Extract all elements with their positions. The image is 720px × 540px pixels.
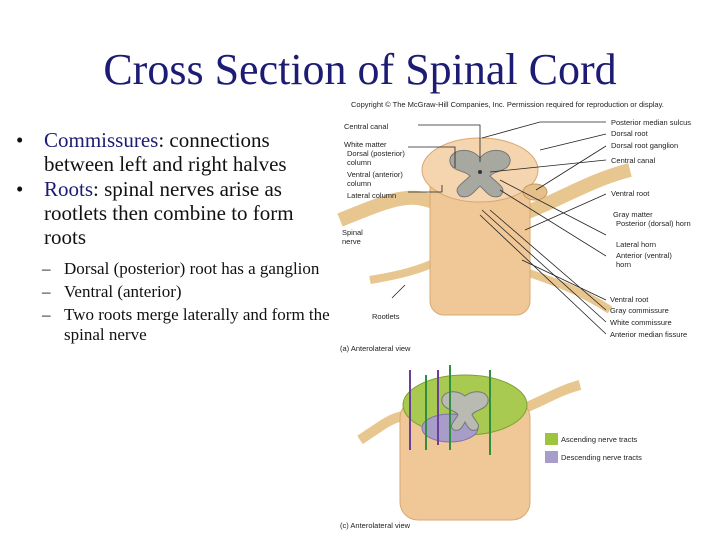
caption-c: (c) Anterolateral view <box>340 521 411 530</box>
sub-bullet-text: Two roots merge laterally and form the s… <box>64 305 330 344</box>
bullet-text-more: between left and right halves <box>44 152 287 176</box>
label-spinal-nerve: Spinal nerve <box>342 228 363 246</box>
spinal-cord-illustration <box>337 121 632 521</box>
sub-bullet-marker: – <box>42 282 51 301</box>
label-posterior-horn: Posterior (dorsal) horn <box>616 219 691 228</box>
bullet-text: : spinal nerves arise as <box>93 177 282 201</box>
label-central-canal: Central canal <box>344 122 389 131</box>
label-white-commissure: White commissure <box>610 318 672 327</box>
label-dorsal-root: Dorsal root <box>611 129 648 138</box>
label-central-canal-right: Central canal <box>611 156 656 165</box>
label-dorsal-root-ganglion: Dorsal root ganglion <box>611 141 679 150</box>
bullet-term: Commissures <box>44 128 159 152</box>
sub-bullet-text: Ventral (anterior) <box>64 282 182 301</box>
sub-bullet-marker: – <box>42 259 51 278</box>
sub-bullet-dorsal: – Dorsal (posterior) root has a ganglion <box>14 259 332 279</box>
copyright-notice: Copyright © The McGraw-Hill Companies, I… <box>351 100 664 109</box>
central-canal <box>478 170 482 174</box>
cord-segment-c <box>357 365 582 521</box>
legend-descending: Descending nerve tracts <box>561 453 642 462</box>
sub-bullet-marker: – <box>42 305 51 324</box>
sub-bullet-merge: – Two roots merge laterally and form the… <box>14 305 332 345</box>
caption-a: (a) Anterolateral view <box>340 344 411 353</box>
bullet-roots: • Roots: spinal nerves arise as rootlets… <box>14 177 332 249</box>
bullet-list: • Commissures: connections between left … <box>14 128 332 348</box>
spinal-cord-figure: Central canal White matter Dorsal (poste… <box>330 110 720 540</box>
bullet-marker: • <box>16 128 24 152</box>
bullet-text: : connections <box>158 128 270 152</box>
sub-bullet-text: Dorsal (posterior) root has a ganglion <box>64 259 320 278</box>
label-dorsal-column: Dorsal (posterior) column <box>347 149 405 167</box>
label-gray-commissure: Gray commissure <box>610 306 669 315</box>
leader-lines <box>391 121 607 335</box>
label-ventral-root: Ventral root <box>610 295 649 304</box>
label-lateral-column: Lateral column <box>347 191 397 200</box>
bullet-commissures: • Commissures: connections between left … <box>14 128 332 176</box>
bullet-marker: • <box>16 177 24 201</box>
bullet-text-more: rootlets then combine to form roots <box>44 201 294 249</box>
label-white-matter: White matter <box>344 140 387 149</box>
legend-ascending: Ascending nerve tracts <box>561 435 638 444</box>
label-rootlets: Rootlets <box>372 312 400 321</box>
label-lateral-horn: Lateral horn <box>616 240 657 249</box>
dorsal-root-ganglion <box>522 183 548 201</box>
descending-legend-swatch <box>545 451 558 463</box>
label-gray-matter: Gray matter <box>613 210 653 219</box>
lower-right-nerve <box>518 380 582 415</box>
label-ventral-column: Ventral (anterior) column <box>347 170 403 188</box>
right-rootlets <box>518 266 613 314</box>
label-ventral-root-top: Ventral root <box>611 189 650 198</box>
label-anterior-horn: Anterior (ventral) horn <box>616 251 672 269</box>
label-posterior-median-sulcus: Posterior median sulcus <box>611 118 692 127</box>
sub-bullet-list: – Dorsal (posterior) root has a ganglion… <box>14 259 332 345</box>
sub-bullet-ventral: – Ventral (anterior) <box>14 282 332 302</box>
ascending-legend-swatch <box>545 433 558 445</box>
lower-gray-matter <box>441 391 489 431</box>
bullet-term: Roots <box>44 177 94 201</box>
slide-title: Cross Section of Spinal Cord <box>103 45 617 94</box>
label-anterior-median-fissure: Anterior median fissure <box>610 330 688 339</box>
left-nerve <box>337 190 444 227</box>
